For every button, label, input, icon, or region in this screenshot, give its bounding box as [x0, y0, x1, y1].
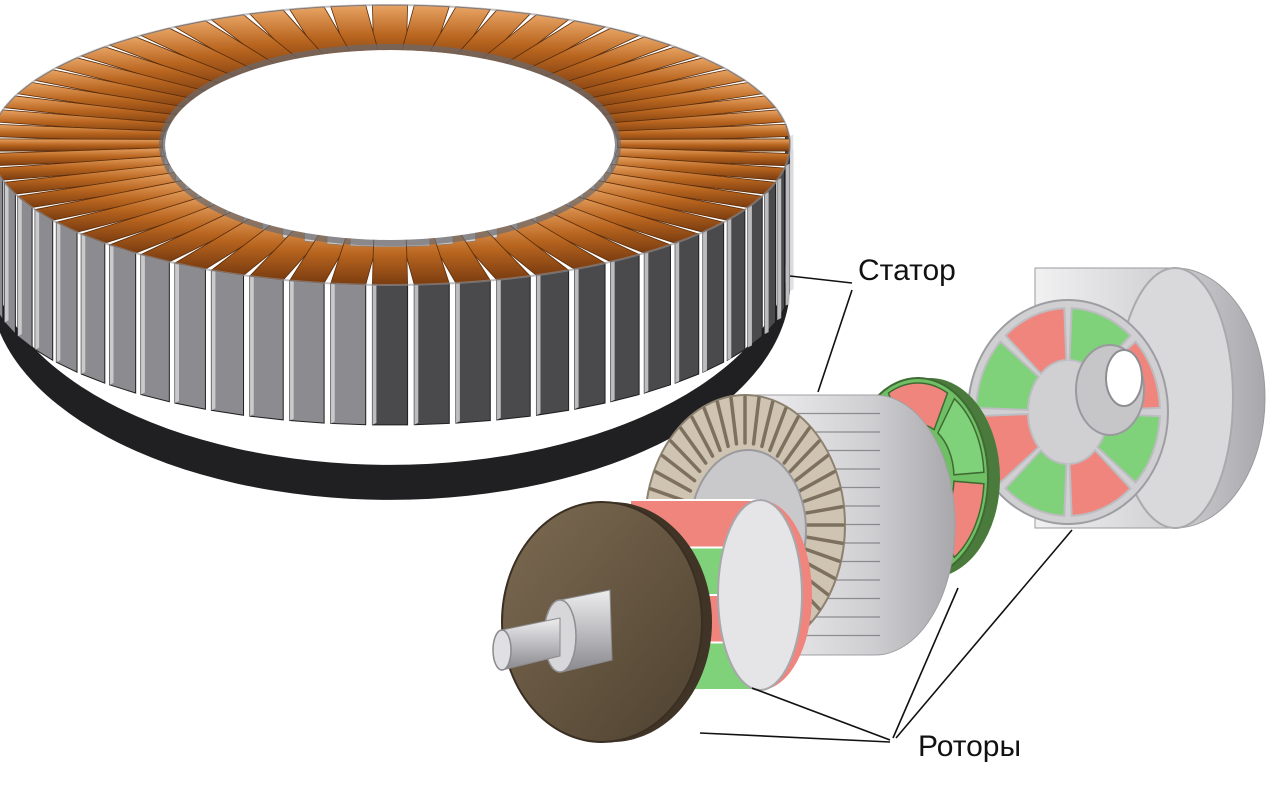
front-rotor-magnet-end	[717, 499, 803, 691]
stator-slot-side	[535, 269, 570, 416]
stator-ring-top-face	[0, 4, 791, 286]
rotor-leader-to-middle-disc	[892, 587, 959, 739]
stator-slot-side	[140, 253, 170, 403]
small-stator-tooth	[751, 396, 761, 446]
stator-slot-highlight	[455, 281, 460, 424]
stator-slot-highlight	[109, 242, 114, 385]
stator-leader-to-drum	[817, 289, 853, 393]
rear-rotor-magnet-green	[1004, 448, 1068, 517]
stator-slot-side	[249, 275, 284, 421]
small-stator-tooth	[690, 415, 715, 458]
rear-rotor-magnet-green	[1068, 307, 1132, 376]
small-stator-tooth	[679, 426, 708, 465]
middle-rotor-magnet	[936, 397, 985, 476]
stator-slot-side	[413, 282, 450, 426]
small-stator-tooth	[669, 439, 702, 474]
stator-slot-side	[210, 269, 245, 416]
stator-slot-side	[371, 284, 409, 426]
stator-slot-highlight	[174, 261, 179, 404]
rotor-leader-to-front-magnets	[751, 687, 891, 741]
stator-slot-side	[174, 262, 206, 410]
stator-slot-side	[610, 253, 640, 403]
rotor-leader-to-rear-rotor	[895, 529, 1073, 739]
stator-slot-side	[289, 279, 325, 424]
stator-slot-highlight	[372, 282, 377, 425]
stator-slot-side	[0, 174, 4, 322]
small-stator-tooth	[800, 546, 841, 563]
small-stator-tooth	[654, 470, 693, 493]
large-stator-ring	[0, 4, 794, 500]
small-stator-tooth	[775, 415, 800, 458]
rear-rotor-magnet-red	[1068, 448, 1132, 517]
stator-slot-highlight	[610, 259, 615, 402]
rear-rotor-magnet-red	[1004, 307, 1068, 376]
small-stator-tooth	[760, 400, 775, 449]
small-stator-tooth	[702, 406, 722, 453]
motor-shaft	[492, 589, 613, 673]
rear-rotor-bore	[1105, 349, 1143, 407]
stator-slot-highlight	[789, 149, 794, 292]
stator-slot-highlight	[249, 274, 254, 417]
rotors-label: Роторы	[918, 730, 1022, 763]
stator-slot-highlight	[727, 218, 732, 361]
stator-slot-side	[455, 279, 491, 424]
stator-slot-highlight	[764, 192, 769, 335]
small-stator-tooth	[788, 439, 821, 474]
stator-label: Статор	[858, 254, 956, 287]
stator-slot-side	[574, 262, 606, 410]
small-stator-tooth	[793, 454, 830, 483]
stator-slot-highlight	[747, 205, 752, 348]
stator-slot-highlight	[211, 268, 216, 411]
stator-slot-side	[330, 282, 367, 426]
stator-slot-highlight	[675, 241, 680, 384]
stator-leader-lines	[789, 275, 853, 393]
stator-slot-highlight	[414, 282, 419, 425]
stator-slot-highlight	[289, 278, 294, 421]
small-stator-tooth	[715, 400, 730, 449]
rear-rotor-cup	[967, 267, 1266, 529]
stator-slot-highlight	[35, 207, 40, 350]
small-stator-tooth	[729, 396, 739, 446]
stator-slot-highlight	[56, 220, 61, 363]
small-stator-tooth	[797, 470, 836, 493]
shaft-end	[492, 629, 512, 671]
rear-rotor-magnet-green	[975, 340, 1040, 411]
stator-slot-highlight	[536, 273, 541, 416]
stator-slot-highlight	[81, 232, 86, 375]
stator-slot-highlight	[4, 180, 9, 323]
stator-ring-inner-rim	[159, 44, 621, 246]
stator-slot-highlight	[785, 163, 790, 306]
stator-ring-outer-wall	[0, 250, 790, 500]
stator-slot-highlight	[140, 252, 145, 395]
small-stator-tooth	[800, 487, 841, 504]
small-stator-tooth	[660, 454, 697, 483]
small-stator-tooth	[802, 534, 844, 545]
stator-leader-to-ring	[789, 275, 853, 284]
stator-slot-highlight	[17, 194, 22, 337]
stator-ring-inner-hole	[165, 50, 615, 240]
stator-slot-highlight	[496, 277, 501, 420]
stator-slot-highlight	[574, 267, 579, 410]
stator-slot-highlight	[330, 281, 335, 424]
exploded-motor-assembly	[492, 267, 1266, 743]
small-stator-tooth	[782, 426, 811, 465]
rotor-leader-lines	[699, 529, 1073, 743]
stator-slot-highlight	[777, 178, 782, 321]
stator-slot-side	[496, 275, 531, 421]
stator-slot-highlight	[644, 251, 649, 394]
stator-slot-highlight	[702, 230, 707, 373]
rotor-leader-to-front-disc	[699, 732, 891, 743]
small-stator-tooth	[768, 406, 788, 453]
small-stator-tooth	[802, 505, 844, 516]
